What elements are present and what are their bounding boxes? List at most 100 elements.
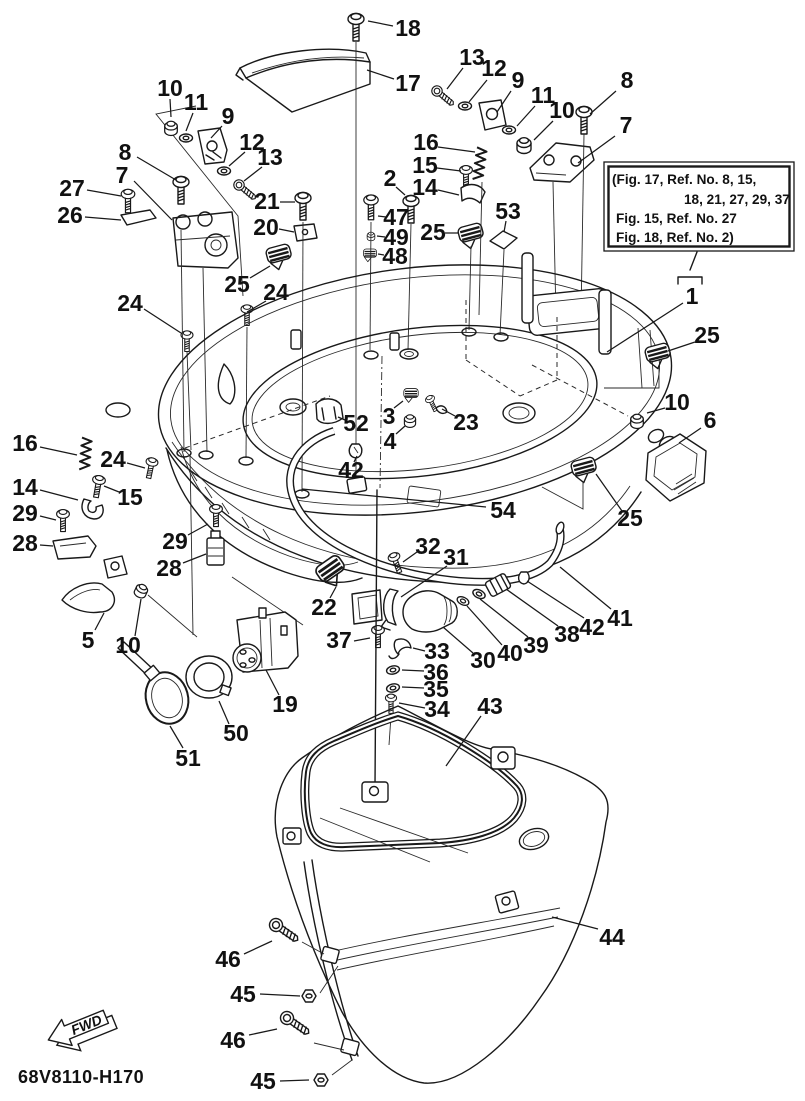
part-label-40-65: 40 xyxy=(497,640,523,666)
part-label-14-38: 14 xyxy=(12,474,38,500)
washer-part-40 xyxy=(455,594,471,608)
washer-part-11 xyxy=(178,133,194,143)
part-label-22-53: 22 xyxy=(311,594,337,620)
leader-line-17-1 xyxy=(366,69,395,80)
leader-line-39-66 xyxy=(479,598,529,638)
part-label-20-19: 20 xyxy=(253,214,279,240)
part-label-53-31: 53 xyxy=(495,198,521,224)
grommet-part-10L xyxy=(132,581,198,638)
cover-top-bracket xyxy=(490,746,516,770)
leader-line-46-74 xyxy=(248,1028,278,1036)
part-label-2-23: 2 xyxy=(384,165,397,191)
holder-bracket xyxy=(351,589,383,625)
leader-line-2-23 xyxy=(395,186,406,196)
leader-line-45-73 xyxy=(259,993,301,997)
bracket-part-6 xyxy=(645,428,707,502)
part-label-27-16: 27 xyxy=(59,175,85,201)
part-label-25-30: 25 xyxy=(420,219,446,245)
screw-part-46b xyxy=(277,1008,314,1040)
leader-line-26-17 xyxy=(84,216,122,221)
air-scoop-part-17 xyxy=(235,48,371,113)
leader-line-27-16 xyxy=(86,189,122,197)
part-label-25-50: 25 xyxy=(617,505,643,531)
leader-line-24-22 xyxy=(143,308,182,334)
bottom-cover-part-44 xyxy=(274,705,609,1084)
part-label-8-14: 8 xyxy=(119,139,132,165)
fwd-arrow-label: FWD xyxy=(69,1011,105,1038)
leader-line-11-10 xyxy=(185,112,194,132)
bolt-part-47 xyxy=(363,194,379,221)
leader-line-28-41 xyxy=(39,544,54,547)
leader-line-25-33 xyxy=(667,341,696,352)
part-label-36-61: 36 xyxy=(423,659,449,685)
clip-part-42 xyxy=(348,443,363,459)
part-label-51-59: 51 xyxy=(175,745,201,771)
leader-line-28-43 xyxy=(182,553,207,564)
leader-line-45-75 xyxy=(279,1079,310,1082)
part-label-39-66: 39 xyxy=(523,632,549,658)
part-label-25-20: 25 xyxy=(224,271,250,297)
plate-part-26 xyxy=(120,209,157,226)
plug-part-3 xyxy=(403,387,419,404)
leader-line-1-32 xyxy=(606,302,684,353)
part-label-3-45: 3 xyxy=(383,403,396,429)
part-label-13-13: 13 xyxy=(257,144,283,170)
right-side-parts xyxy=(541,341,707,510)
part-label-33-60: 33 xyxy=(424,638,450,664)
part-label-24-21: 24 xyxy=(263,279,289,305)
part-label-38-67: 38 xyxy=(554,621,580,647)
part-label-24-37: 24 xyxy=(100,446,126,472)
clamp-band-part-51 xyxy=(117,641,190,725)
leader-line-49-25 xyxy=(376,235,386,238)
leader-line-42-68 xyxy=(526,580,585,619)
bracket-part-7b xyxy=(529,142,595,183)
leader-line-19-57 xyxy=(265,669,280,696)
grommet-part-48 xyxy=(362,248,378,263)
grommet-part-25 xyxy=(263,242,296,273)
part-label-11-10: 11 xyxy=(184,89,209,115)
leader-line-13-13 xyxy=(243,166,263,182)
cover-left-bracket xyxy=(282,827,302,845)
leader-line-44-71 xyxy=(551,916,599,930)
part-label-7-15: 7 xyxy=(116,162,129,188)
part-label-18-0: 18 xyxy=(395,15,421,41)
bolt-part-24c xyxy=(142,456,160,480)
part-label-10-9: 10 xyxy=(157,75,183,101)
part-label-10-6: 10 xyxy=(549,97,575,123)
part-label-45-73: 45 xyxy=(230,981,256,1007)
leader-line-24-37 xyxy=(126,462,146,469)
part-label-42-68: 42 xyxy=(579,614,605,640)
washer-part-36 xyxy=(385,664,401,676)
left-bracket-cluster xyxy=(120,105,318,636)
part-label-29-42: 29 xyxy=(162,528,188,554)
bottom-cowling-part-1 xyxy=(105,252,673,584)
part-label-50-58: 50 xyxy=(223,720,249,746)
part-label-46-74: 46 xyxy=(220,1027,246,1053)
bolt-part-18 xyxy=(347,12,365,487)
clamp-part-14b xyxy=(460,183,486,204)
leader-line-10-6 xyxy=(533,120,554,141)
note-line-4: Fig. 18, Ref. No. 2) xyxy=(616,230,734,245)
part-label-8-7: 8 xyxy=(621,67,634,93)
part-label-16-36: 16 xyxy=(12,430,38,456)
note-line-1: (Fig. 17, Ref. No. 8, 15, xyxy=(612,172,756,187)
bolt-part-15 xyxy=(89,473,107,500)
leader-line-48-26 xyxy=(377,253,385,256)
leader-line-8-14 xyxy=(136,156,177,181)
leader-line-51-59 xyxy=(169,725,184,749)
clamp-part-20 xyxy=(293,223,318,242)
leader-line-38-67 xyxy=(505,588,559,627)
part-label-29-40: 29 xyxy=(12,500,38,526)
leader-line-46-72 xyxy=(243,940,273,955)
boss-bracket xyxy=(346,476,368,494)
leader-line-16-36 xyxy=(39,446,78,456)
grommet-part-25r xyxy=(642,341,675,372)
part-label-15-39: 15 xyxy=(117,484,143,510)
part-label-9-4: 9 xyxy=(512,67,525,93)
leader-line-50-58 xyxy=(218,700,230,725)
deck-rib xyxy=(217,363,236,405)
leader-line-36-61 xyxy=(401,669,425,672)
part-label-28-43: 28 xyxy=(156,555,182,581)
bolt-part-29 xyxy=(56,509,70,533)
